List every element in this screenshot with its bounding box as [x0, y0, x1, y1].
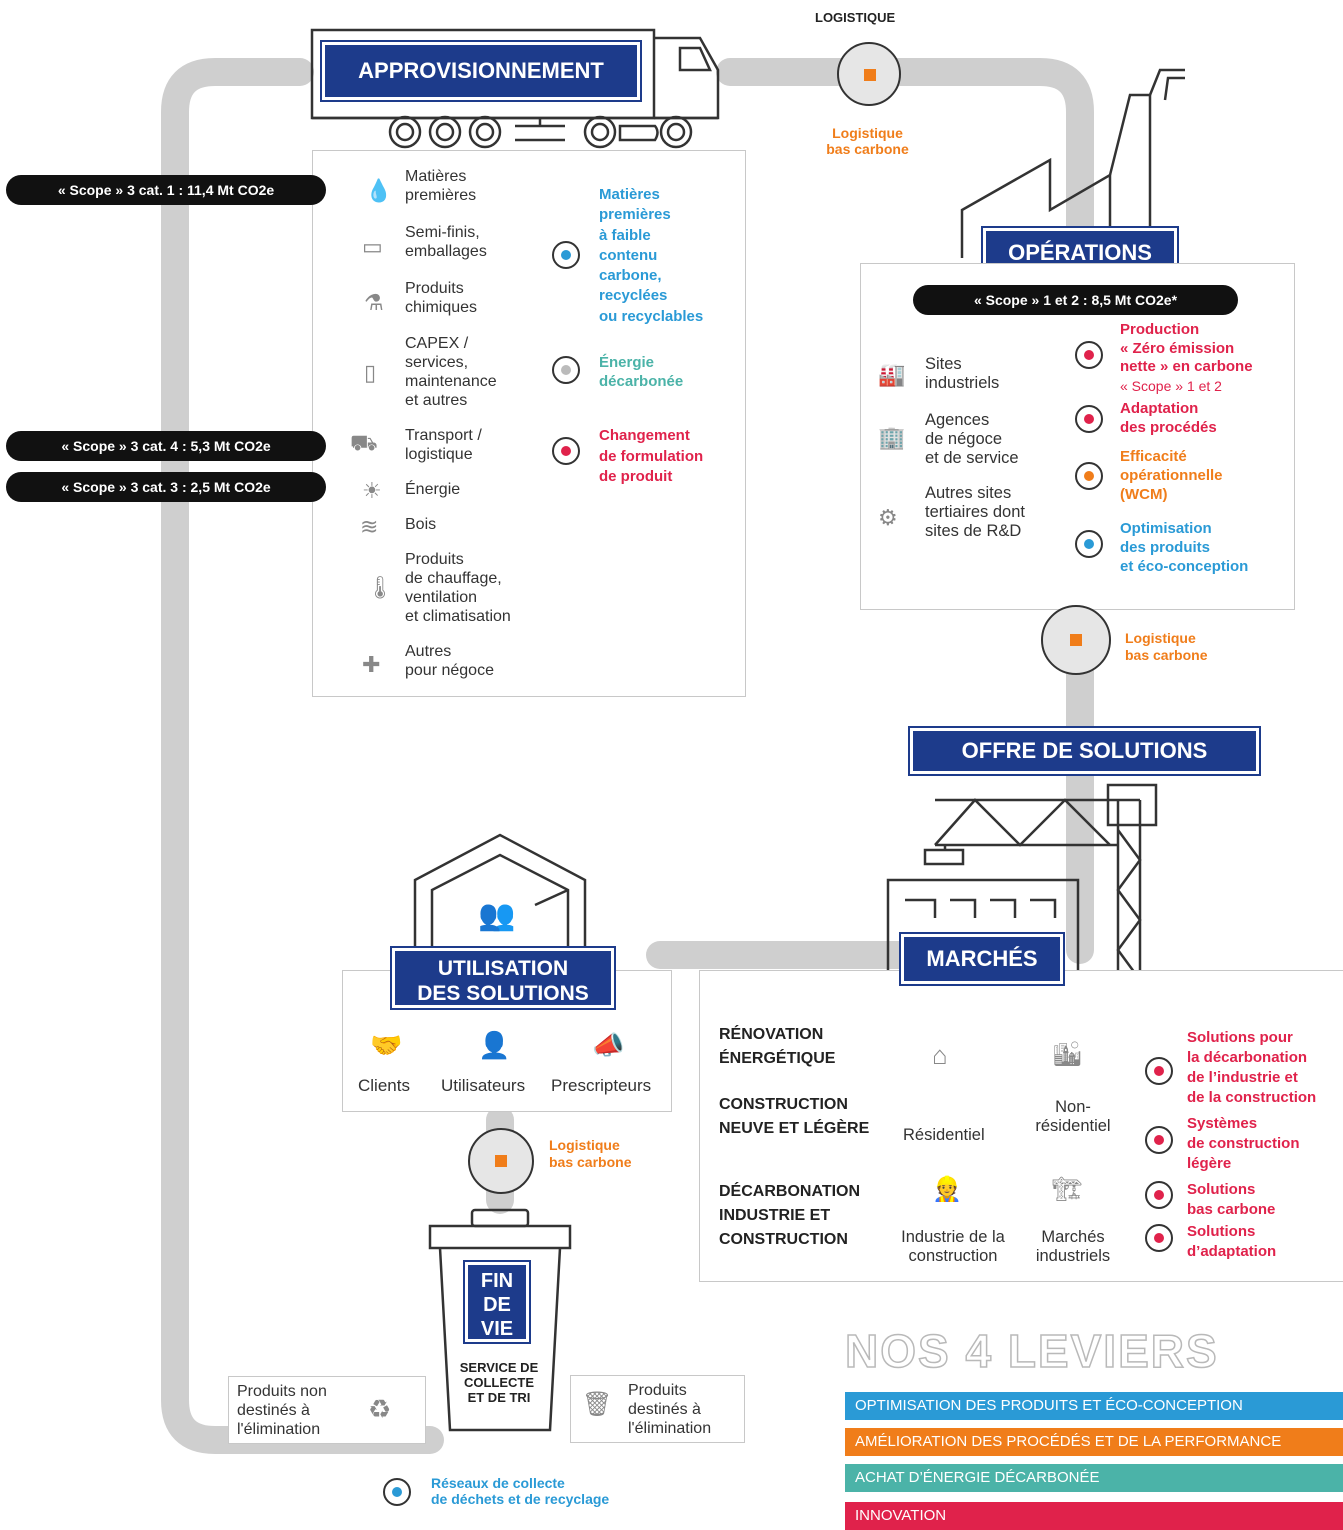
lever-legend-optimisation: OPTIMISATION DES PRODUITS ET ÉCO-CONCEPT… — [845, 1392, 1343, 1420]
package-icon: ▭ — [362, 234, 383, 259]
handshake-icon: 🤝 — [370, 1030, 403, 1060]
buildings-icon: 🏙 — [1052, 1041, 1083, 1068]
utilisation-utilisateurs: Utilisateurs — [441, 1076, 526, 1095]
megaphone-icon: 📣 — [592, 1030, 625, 1060]
lever-dot-orange — [1075, 462, 1103, 490]
lever-dot-red — [1145, 1057, 1173, 1085]
barrel-icon: ▯ — [364, 360, 377, 385]
segment-non-residentiel: Non-résidentiel — [1035, 1098, 1111, 1135]
industry-icon: 🏗 — [1052, 1176, 1083, 1203]
house-icon: ⌂ — [932, 1040, 948, 1070]
scope3-cat4-badge: « Scope » 3 cat. 4 : 5,3 Mt CO2e — [6, 431, 326, 461]
droplet-icon: 💧 — [365, 178, 393, 203]
wood-icon: ≋ — [360, 514, 379, 539]
flask-icon: ⚗ — [364, 290, 384, 315]
approvisionnement-title: APPROVISIONNEMENT — [322, 42, 640, 100]
logistics-node-top — [837, 42, 901, 106]
lever-legend-energie: ACHAT D’ÉNERGIE DÉCARBONÉE — [845, 1464, 1343, 1492]
factory-icon: 🏭 — [878, 362, 906, 387]
apro-item-semi-finis: Semi-finis,emballages — [405, 224, 487, 260]
ops-lever-zero: Production« Zéro émission nette » en car… — [1120, 321, 1253, 394]
marches-box — [699, 970, 1343, 1282]
non-elimination-box — [228, 1376, 426, 1444]
utilisation-clients: Clients — [358, 1076, 410, 1095]
scope12-badge: « Scope » 1 et 2 : 8,5 Mt CO2e* — [913, 285, 1238, 315]
lightbulb-icon: ☀ — [362, 478, 382, 503]
lever-dot-blue — [552, 241, 580, 269]
truck-icon: ⛟ — [350, 430, 378, 455]
people-icon: 👥 — [478, 899, 516, 932]
marches-title: MARCHÉS — [901, 934, 1063, 984]
lever-dot-blue — [383, 1478, 411, 1506]
lever-legend-innovation: INNOVATION — [845, 1502, 1343, 1530]
recycle-leaf-icon: ♻ — [368, 1394, 392, 1424]
lever-dot-red — [1145, 1224, 1173, 1252]
thermometer-icon: 🌡 — [366, 575, 394, 600]
utilisation-prescripteurs: Prescripteurs — [551, 1076, 652, 1095]
rnd-icon: ⚙ — [878, 505, 898, 530]
lever-dot-red — [1075, 341, 1103, 369]
logistics-node-mid — [1041, 605, 1111, 675]
apro-item-energie: Énergie — [405, 481, 461, 498]
nos-leviers-title: NOS 4 LEVIERS — [844, 1324, 1219, 1378]
scope3-cat1-badge: « Scope » 3 cat. 1 : 11,4 Mt CO2e — [6, 175, 326, 205]
logistics-top-label: LOGISTIQUE — [815, 10, 896, 25]
agency-icon: 🏢 — [878, 425, 906, 450]
scope3-cat3-badge: « Scope » 3 cat. 3 : 2,5 Mt CO2e — [6, 472, 326, 502]
lever-dot-red — [1145, 1126, 1173, 1154]
trash-icon: 🗑 — [582, 1391, 613, 1418]
lever-dot-blue — [1075, 530, 1103, 558]
approvisionnement-box — [312, 150, 746, 697]
worker-icon: 👷 — [932, 1176, 962, 1203]
segment-residentiel: Résidentiel — [903, 1126, 985, 1144]
lever-dot-red — [1145, 1181, 1173, 1209]
lever-dot-red — [1075, 405, 1103, 433]
apro-item-bois: Bois — [405, 516, 437, 533]
lever-legend-amelioration: AMÉLIORATION DES PROCÉDÉS ET DE LA PERFO… — [845, 1428, 1343, 1456]
apro-item-transport: Transport /logistique — [405, 427, 482, 463]
user-icon: 👤 — [478, 1030, 511, 1060]
lever-dot-red — [552, 437, 580, 465]
plus-icon: ✚ — [362, 652, 381, 677]
lever-dot-grey — [552, 356, 580, 384]
elimination-box — [570, 1375, 745, 1443]
offre-title: OFFRE DE SOLUTIONS — [910, 728, 1259, 774]
logistics-node-low — [468, 1128, 534, 1194]
